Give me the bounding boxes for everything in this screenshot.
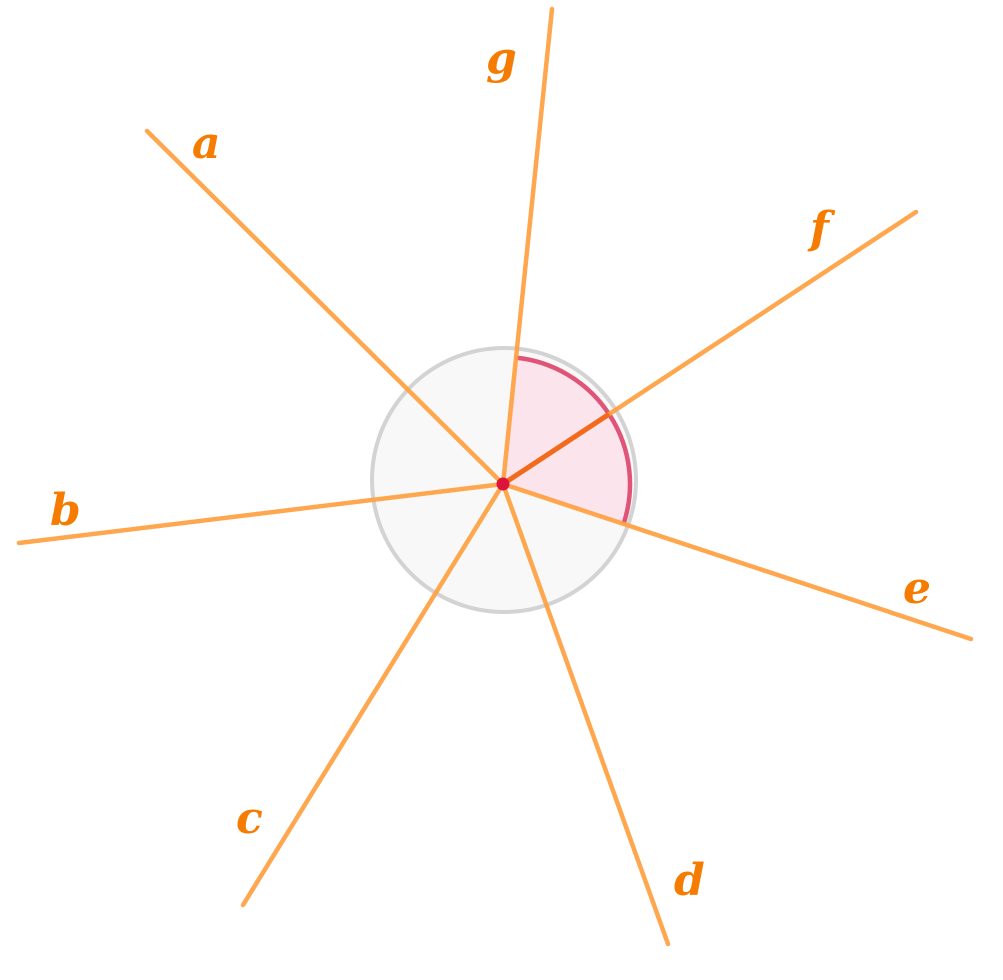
ray-b — [16, 481, 506, 546]
ray-label-b: b — [50, 485, 81, 536]
ray-label-c: c — [236, 793, 263, 844]
ray-label-f: f — [807, 203, 836, 254]
center-point — [496, 477, 510, 491]
ray-label-d: d — [674, 855, 705, 906]
ray-a — [144, 128, 506, 487]
ray-c — [240, 481, 506, 908]
ray-label-e: e — [903, 563, 931, 614]
ray-d — [500, 481, 671, 947]
ray-label-a: a — [192, 118, 221, 169]
ray-e — [500, 481, 974, 642]
ray-g — [500, 6, 555, 487]
ray-label-g: g — [486, 33, 517, 84]
ray-f-highlight — [501, 412, 611, 487]
